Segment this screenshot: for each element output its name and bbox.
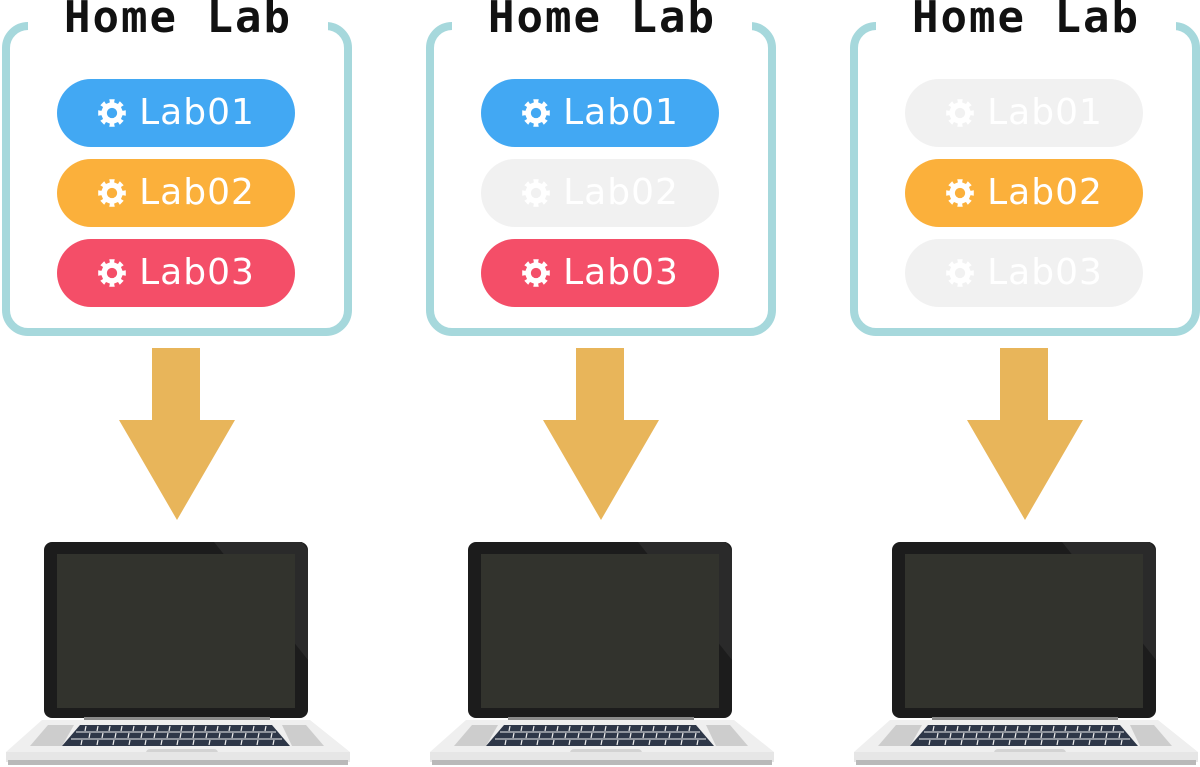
lab-label: Lab02 — [139, 172, 255, 213]
laptop-icon — [854, 542, 1198, 765]
laptop-key-separators — [928, 725, 1123, 746]
laptop-base-bottom — [8, 760, 348, 765]
laptop-key-separators — [80, 725, 275, 746]
gear-icon — [522, 179, 550, 207]
laptop-speaker-left — [878, 725, 922, 746]
laptop-keyboard — [62, 725, 290, 746]
home-lab-panel: Home Lab Lab01 Lab02 Lab03 — [424, 0, 780, 767]
lab-pill-lab03: Lab03 — [481, 239, 719, 307]
lab-pill-lab02: Lab02 — [905, 159, 1143, 227]
home-lab-panel: Home Lab Lab01 Lab02 Lab03 — [848, 0, 1200, 767]
laptop-speaker-right — [282, 725, 324, 746]
laptop-icon — [430, 542, 774, 765]
lab-label: Lab02 — [987, 172, 1103, 213]
gear-hole — [106, 107, 118, 119]
lab-label: Lab01 — [139, 92, 255, 133]
gear-hole — [530, 267, 542, 279]
laptop-base-edge — [854, 752, 1198, 762]
lab-pill-lab03: Lab03 — [905, 239, 1143, 307]
laptop-key-lines — [71, 731, 282, 740]
laptop-key-separators — [504, 725, 699, 746]
gear-icon — [946, 259, 974, 287]
gear-hole — [106, 187, 118, 199]
gear-icon — [98, 99, 126, 127]
gear-icon — [522, 259, 550, 287]
lab-pill-lab01: Lab01 — [905, 79, 1143, 147]
lab-pill-lab01: Lab01 — [57, 79, 295, 147]
laptop-speaker-left — [30, 725, 74, 746]
arrow-shape — [119, 348, 235, 520]
laptop-base-bottom — [856, 760, 1196, 765]
lab-label: Lab03 — [987, 252, 1103, 293]
down-arrow-icon — [967, 348, 1083, 520]
home-lab-title: Home Lab — [876, 0, 1176, 40]
gear-icon — [946, 99, 974, 127]
arrow-shape — [967, 348, 1083, 520]
lab-pill-lab03: Lab03 — [57, 239, 295, 307]
laptop-speaker-left — [454, 725, 498, 746]
laptop-icon — [6, 542, 350, 765]
lab-label: Lab01 — [987, 92, 1103, 133]
gear-hole — [954, 107, 966, 119]
laptop-keyboard — [910, 725, 1138, 746]
laptop-screen — [481, 554, 719, 708]
laptop-base-bottom — [432, 760, 772, 765]
lab-label: Lab01 — [563, 92, 679, 133]
laptop-base-edge — [6, 752, 350, 762]
laptop-hinge — [508, 717, 694, 720]
laptop-hinge — [84, 717, 270, 720]
laptop-screen — [57, 554, 295, 708]
gear-hole — [954, 267, 966, 279]
gear-hole — [530, 107, 542, 119]
down-arrow-icon — [119, 348, 235, 520]
home-lab-panel: Home Lab Lab01 Lab02 Lab03 — [0, 0, 356, 767]
home-lab-title: Home Lab — [452, 0, 752, 40]
laptop-key-lines — [495, 731, 706, 740]
laptop-key-lines — [919, 731, 1130, 740]
gear-hole — [530, 187, 542, 199]
laptop-hinge — [932, 717, 1118, 720]
gear-hole — [954, 187, 966, 199]
laptop-speaker-right — [1130, 725, 1172, 746]
laptop-speaker-right — [706, 725, 748, 746]
lab-label: Lab03 — [563, 252, 679, 293]
gear-icon — [98, 259, 126, 287]
laptop-keyboard — [486, 725, 714, 746]
home-lab-title: Home Lab — [28, 0, 328, 40]
lab-pill-lab01: Lab01 — [481, 79, 719, 147]
gear-icon — [946, 179, 974, 207]
lab-label: Lab03 — [139, 252, 255, 293]
laptop-screen — [905, 554, 1143, 708]
gear-icon — [522, 99, 550, 127]
gear-icon — [98, 179, 126, 207]
lab-pill-lab02: Lab02 — [481, 159, 719, 227]
arrow-shape — [543, 348, 659, 520]
laptop-base-edge — [430, 752, 774, 762]
lab-pill-lab02: Lab02 — [57, 159, 295, 227]
lab-label: Lab02 — [563, 172, 679, 213]
down-arrow-icon — [543, 348, 659, 520]
gear-hole — [106, 267, 118, 279]
